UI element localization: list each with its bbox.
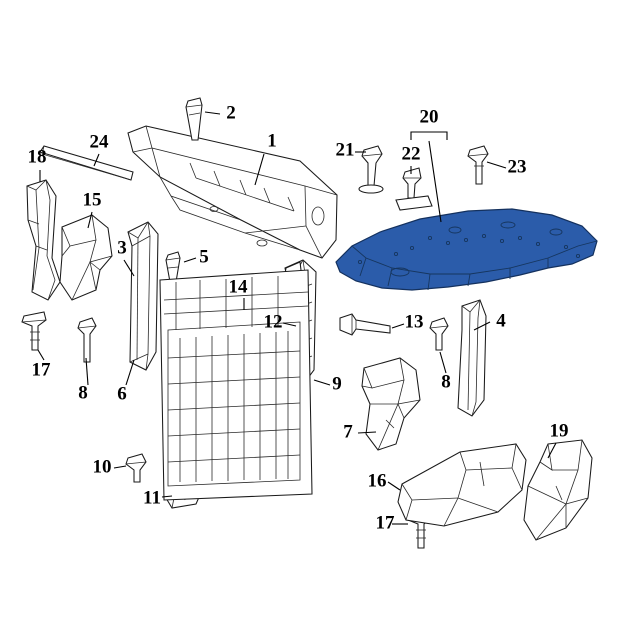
part-17-pushpin-left xyxy=(21,311,47,351)
callout-21: 21 xyxy=(336,139,355,160)
part-23-bolt xyxy=(467,145,489,185)
callout-16: 16 xyxy=(368,470,387,491)
part-22-push-rivet xyxy=(395,167,433,211)
callout-2: 2 xyxy=(226,102,236,123)
callout-10: 10 xyxy=(93,456,112,477)
callout-6: 6 xyxy=(117,383,127,404)
callout-5: 5 xyxy=(199,246,209,267)
callout-17-right: 17 xyxy=(376,512,396,533)
callout-3: 3 xyxy=(117,237,127,258)
callout-17-left: 17 xyxy=(32,359,52,380)
part-16-center-air-duct xyxy=(397,443,527,527)
part-21-stud-bolt xyxy=(358,145,384,194)
part-9-core-support-grid xyxy=(159,269,313,501)
part-1-cowl-panel xyxy=(127,125,338,259)
part-10-screw xyxy=(125,453,147,483)
callout-12: 12 xyxy=(264,311,283,332)
callout-19: 19 xyxy=(550,420,569,441)
callout-labels: 1 2 3 4 5 6 7 8 8 9 10 11 12 13 14 15 16… xyxy=(28,102,569,533)
part-3-vertical-rail xyxy=(127,221,159,371)
part-13-bolt xyxy=(339,313,391,336)
leader-lines xyxy=(37,111,557,525)
callout-22: 22 xyxy=(402,143,421,164)
part-4-right-bracket xyxy=(457,299,487,417)
callout-13: 13 xyxy=(405,311,424,332)
callout-1: 1 xyxy=(267,130,277,151)
part-7-air-guide xyxy=(361,357,421,451)
callout-11: 11 xyxy=(143,487,161,508)
callout-4: 4 xyxy=(496,310,506,331)
callout-20: 20 xyxy=(420,106,439,127)
part-15-left-air-duct xyxy=(59,214,113,301)
callout-9: 9 xyxy=(332,373,342,394)
part-24-seal-strip xyxy=(39,145,134,181)
callout-8-right: 8 xyxy=(441,371,451,392)
bracket-20-22 xyxy=(410,131,448,140)
callout-23: 23 xyxy=(508,156,527,177)
part-2-bolt xyxy=(185,97,203,141)
part-19-right-air-duct xyxy=(523,439,593,541)
part-18-left-bracket xyxy=(26,179,61,301)
part-5-fastener xyxy=(165,251,181,283)
part-8-clip-right xyxy=(429,317,449,351)
callout-14: 14 xyxy=(229,276,249,297)
part-20-highlighted-air-deflector xyxy=(335,208,598,291)
part-8-clip-left xyxy=(77,317,97,363)
callout-7: 7 xyxy=(343,421,353,442)
callout-24: 24 xyxy=(90,131,110,152)
callout-18: 18 xyxy=(28,146,47,167)
callout-8-left: 8 xyxy=(78,382,88,403)
callout-15: 15 xyxy=(83,189,102,210)
